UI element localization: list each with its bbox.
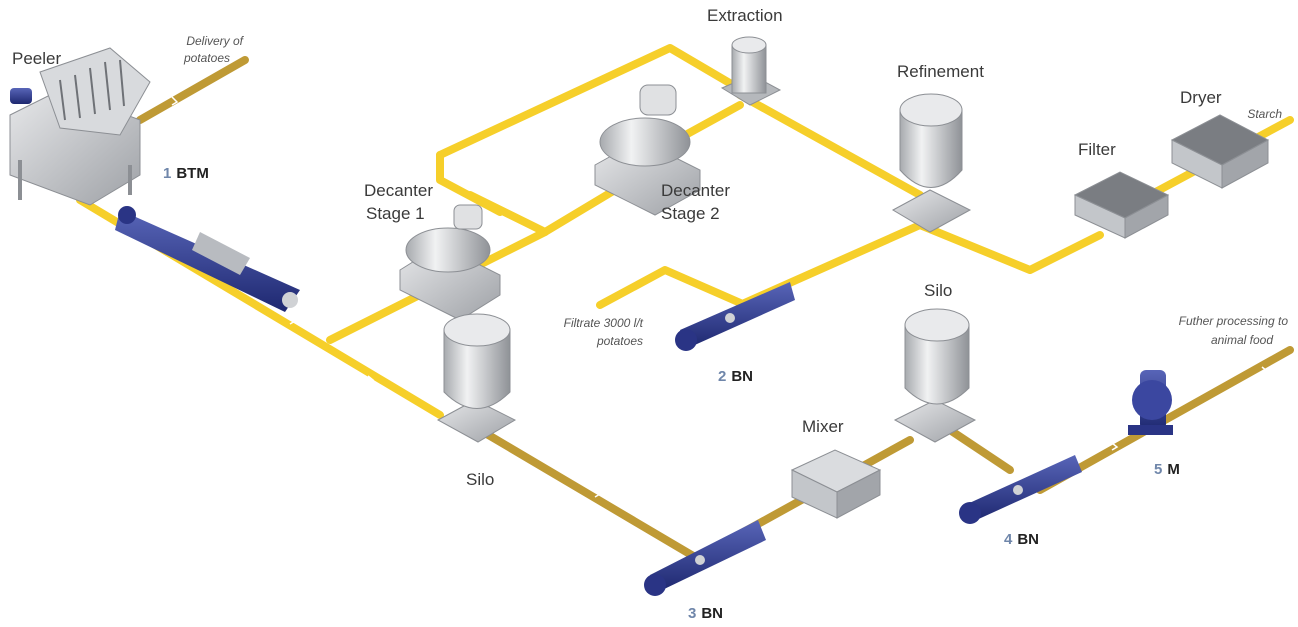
- label-silo-upper: Silo: [924, 281, 952, 300]
- extraction-tank: [720, 36, 782, 106]
- filter-unit: [1073, 171, 1170, 239]
- note-filtrate-line1: Filtrate 3000 l/t: [564, 316, 644, 330]
- flow-arrows: [171, 96, 1269, 498]
- pipes-yellow: [76, 44, 1294, 419]
- flow-notes: Delivery of potatoes Starch Filtrate 300…: [183, 34, 1288, 348]
- pump-3-bn: [644, 520, 766, 596]
- label-refinement: Refinement: [897, 62, 984, 81]
- mixer-unit: [790, 449, 882, 519]
- pipes-olive: [136, 56, 1294, 564]
- silo-right: [893, 308, 977, 443]
- note-starch: Starch: [1247, 107, 1282, 121]
- note-further-line2: animal food: [1211, 333, 1273, 347]
- equipment-labels: Peeler Extraction Refinement Dryer Filte…: [12, 6, 1222, 489]
- label-mixer: Mixer: [802, 417, 844, 436]
- note-delivery-line2: potatoes: [183, 51, 230, 65]
- silo-lower-left: [436, 313, 517, 443]
- decanter-stage-2: [594, 84, 701, 216]
- label-decanter-2-line1: Decanter: [661, 181, 730, 200]
- peeler-machine: [9, 47, 151, 206]
- pump-5-m: [1128, 370, 1173, 435]
- dryer-unit: [1170, 114, 1270, 189]
- label-dryer: Dryer: [1180, 88, 1222, 107]
- label-filter: Filter: [1078, 140, 1116, 159]
- refinement-tank: [891, 93, 972, 233]
- label-decanter-1-line2: Stage 1: [366, 204, 425, 223]
- note-delivery-line1: Delivery of: [186, 34, 244, 48]
- label-silo-lower: Silo: [466, 470, 494, 489]
- label-extraction: Extraction: [707, 6, 783, 25]
- label-decanter-1-line1: Decanter: [364, 181, 433, 200]
- label-peeler: Peeler: [12, 49, 61, 68]
- label-decanter-2-line2: Stage 2: [661, 204, 720, 223]
- note-filtrate-line2: potatoes: [596, 334, 643, 348]
- pump-4-bn: [959, 455, 1082, 524]
- decanter-stage-1: [399, 204, 501, 321]
- note-further-line1: Futher processing to: [1179, 314, 1289, 328]
- pump-2-bn: [675, 282, 795, 351]
- pump-1-btm: [115, 206, 300, 312]
